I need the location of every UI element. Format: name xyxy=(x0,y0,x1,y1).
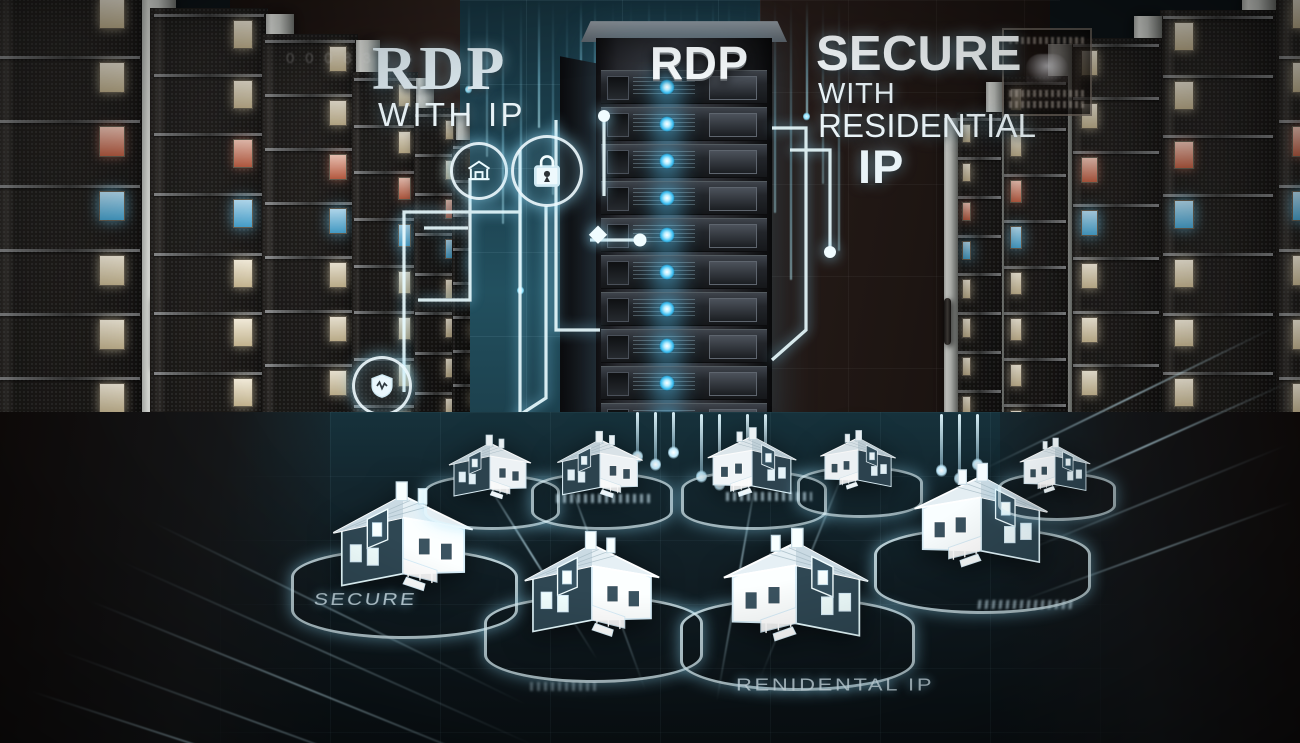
house-graphic xyxy=(548,424,652,502)
connection-cable xyxy=(654,412,657,464)
floor-label-smudge xyxy=(978,600,1075,609)
connection-cable-tip xyxy=(668,446,679,459)
title-secure-ip: IP xyxy=(858,139,904,194)
house-graphic xyxy=(440,428,540,503)
house-graphic xyxy=(812,424,904,493)
house-node xyxy=(440,428,540,503)
house-graphic xyxy=(510,520,674,643)
subtitle-with-ip: WITH IP xyxy=(378,96,526,134)
title-secure: SECURE xyxy=(816,26,1022,82)
house-node xyxy=(510,520,674,643)
house-node xyxy=(1012,432,1098,497)
floor-label-smudge xyxy=(556,494,652,503)
title-secure-residential: RESIDENTIAL xyxy=(818,107,1036,145)
rack-label-rdp: RDP xyxy=(650,36,749,90)
floor-label-smudge xyxy=(726,492,812,501)
house-node xyxy=(812,424,904,493)
house-node xyxy=(698,420,806,501)
padlock-icon xyxy=(511,135,583,207)
house-graphic xyxy=(708,516,884,648)
floor-label-residential-ip: RENIDENTAL IP xyxy=(736,675,934,696)
shield-icon xyxy=(352,356,412,416)
house-node xyxy=(708,516,884,648)
house-graphic xyxy=(698,420,806,501)
floor-label-secure: SECURE xyxy=(312,590,418,610)
house-graphic xyxy=(1012,432,1098,497)
bank-house-icon xyxy=(450,142,508,200)
page-title-rdp: RDP xyxy=(372,34,507,105)
house-node xyxy=(548,424,652,502)
floor-label-smudge xyxy=(530,682,600,691)
floor-shadow-left xyxy=(0,412,330,743)
